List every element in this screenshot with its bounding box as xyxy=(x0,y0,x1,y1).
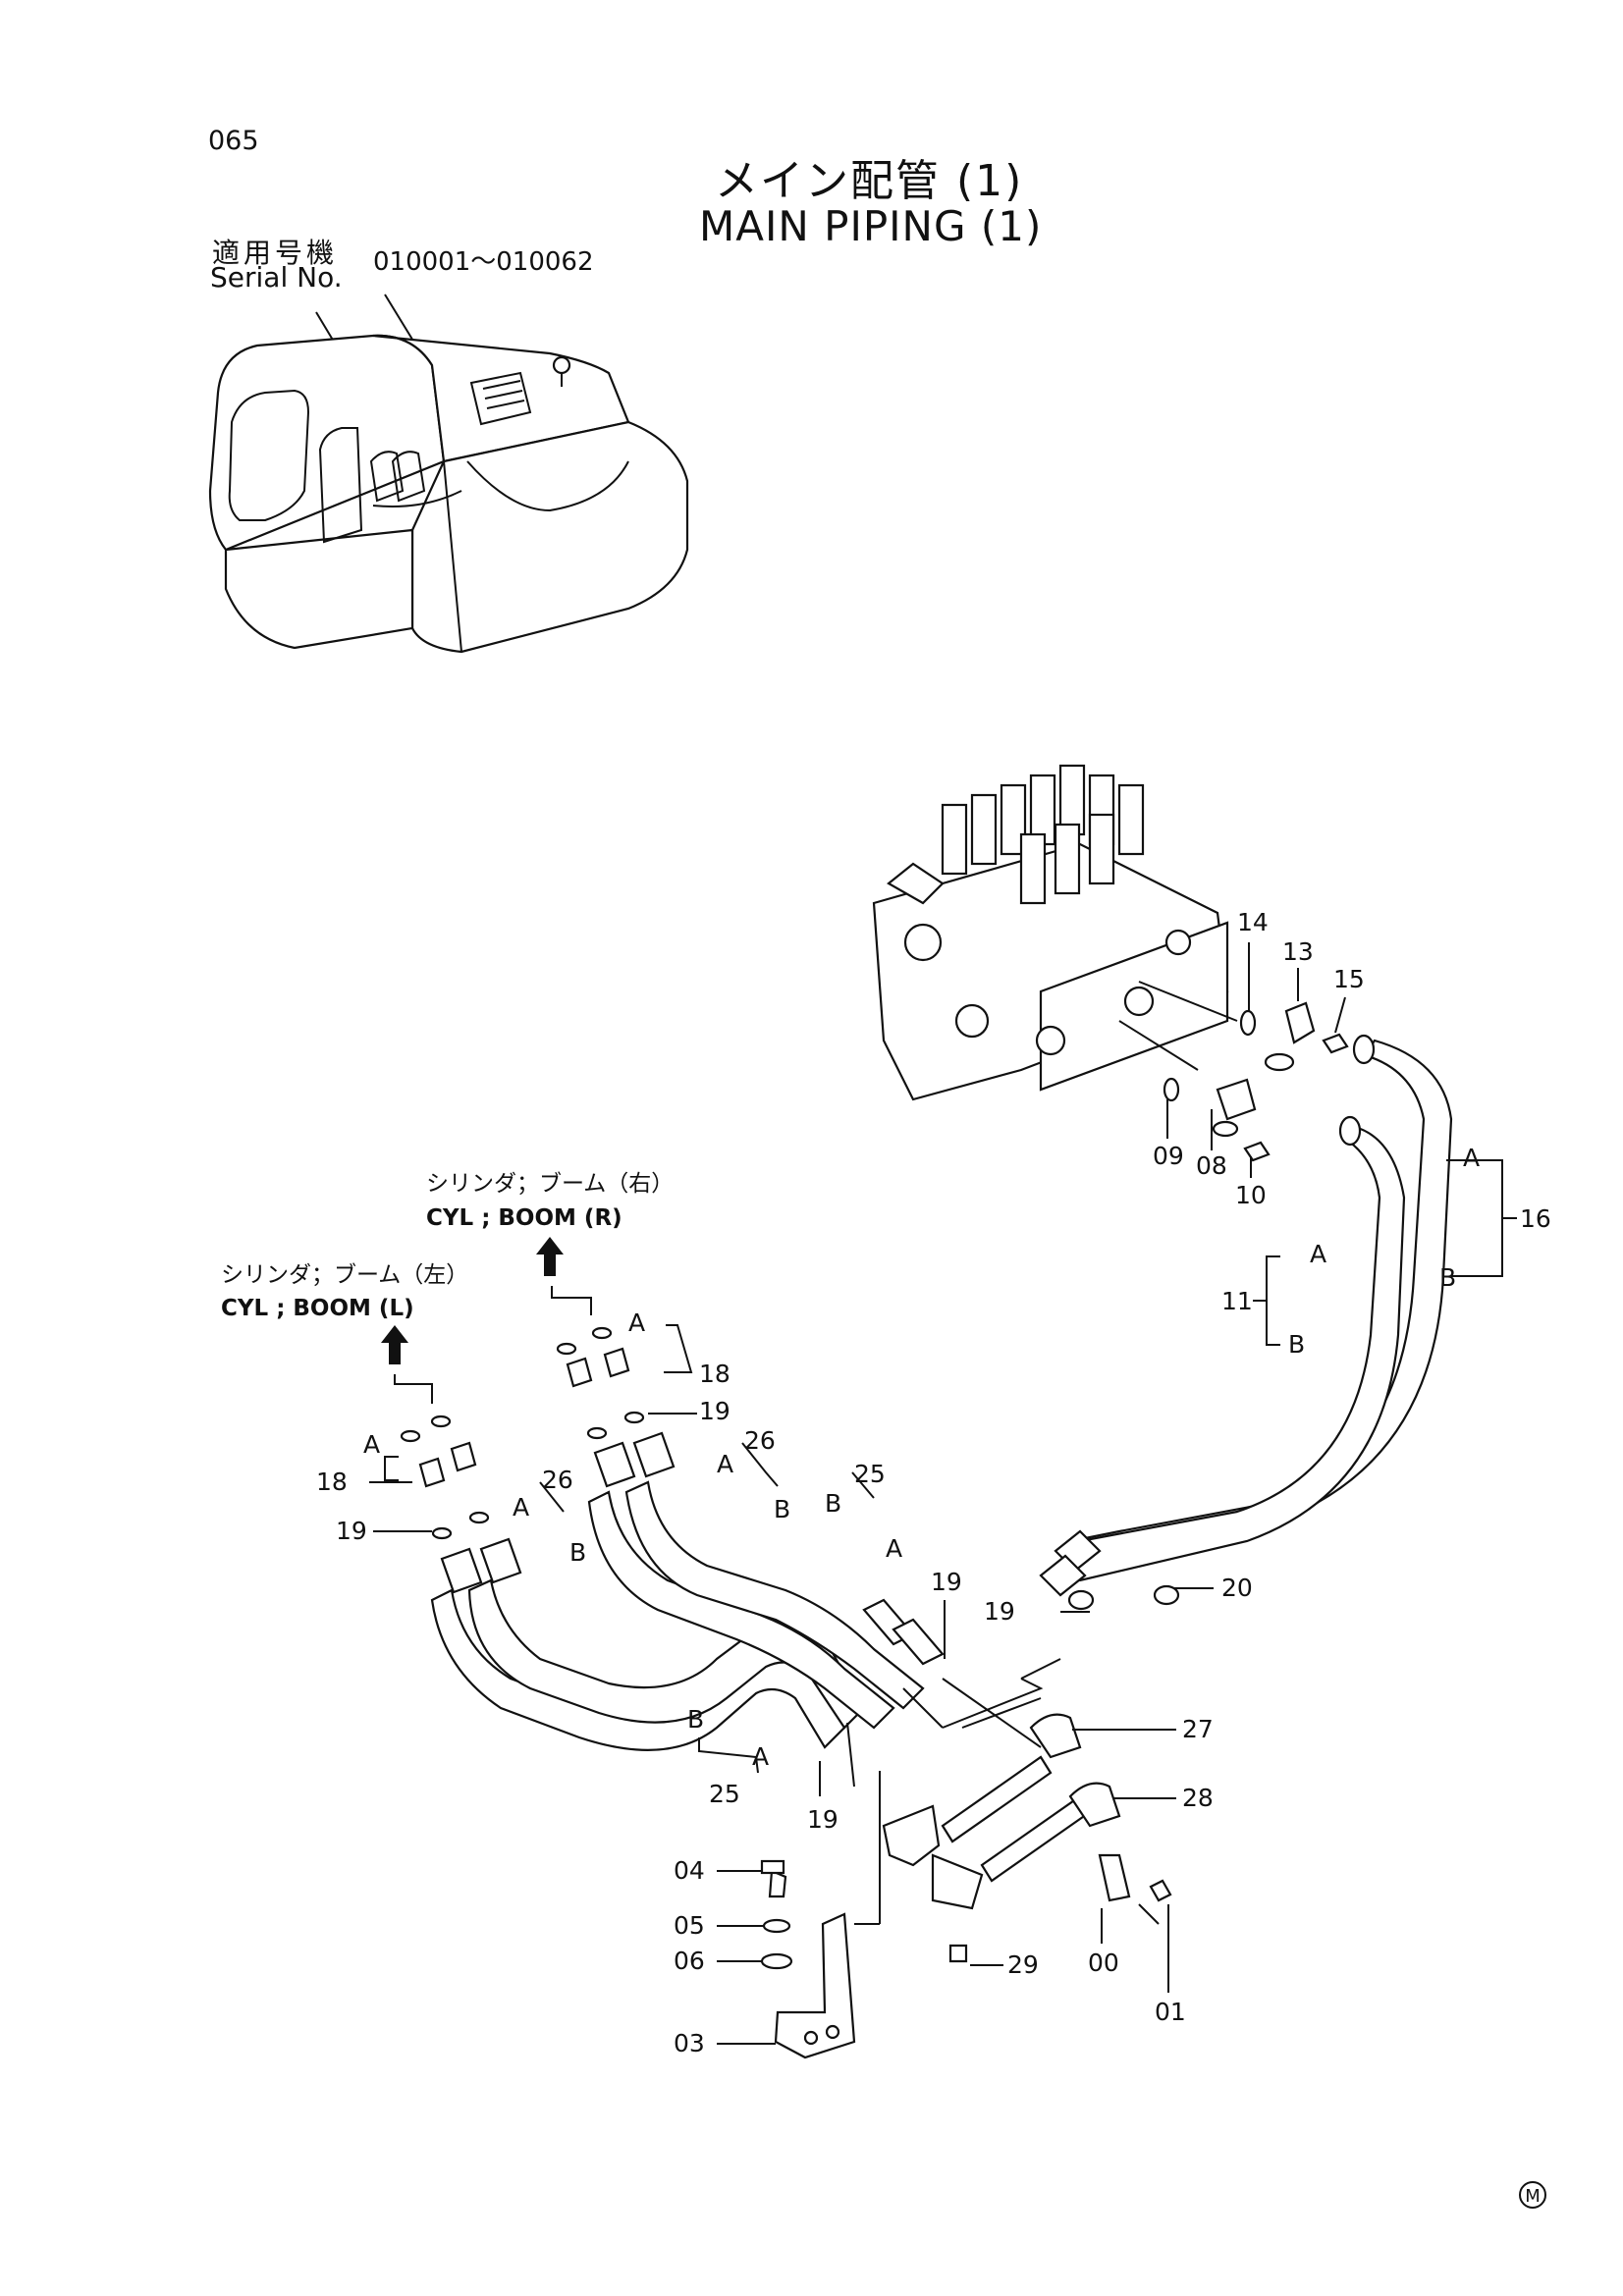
flow-arrows xyxy=(381,1237,592,1404)
callout-19-right: 19 xyxy=(699,1397,730,1425)
label-a-26-right: A xyxy=(717,1450,733,1478)
callout-13: 13 xyxy=(1282,937,1314,966)
callout-26-right: 26 xyxy=(744,1426,776,1455)
callout-06: 06 xyxy=(674,1947,705,1975)
callout-labels: 14 13 15 09 08 10 A B 16 A B 11 A 18 19 … xyxy=(316,908,1551,2057)
label-a-25-left: A xyxy=(752,1742,769,1771)
destination-labels: シリンダ；ブーム（右） CYL ; BOOM (R) シリンダ；ブーム（左） C… xyxy=(221,1171,674,1321)
callout-25-left: 25 xyxy=(709,1780,740,1808)
callout-11: 11 xyxy=(1221,1287,1253,1315)
callout-28: 28 xyxy=(1182,1784,1214,1812)
callout-05: 05 xyxy=(674,1911,705,1940)
label-a-18-left: A xyxy=(363,1430,380,1459)
label-a-25-right: A xyxy=(886,1534,902,1563)
label-b-11: B xyxy=(1288,1330,1305,1359)
label-b-26-left: B xyxy=(569,1538,586,1567)
callout-25-right: 25 xyxy=(854,1460,886,1488)
hoses-11-16 xyxy=(1039,1034,1453,1611)
serial-label-english: Serial No. xyxy=(210,261,343,294)
control-valve-illustration xyxy=(872,764,1238,1101)
serial-range: 010001～010062 xyxy=(373,247,594,277)
dest-boom-left-jp: シリンダ；ブーム（左） xyxy=(221,1262,468,1288)
label-a-16: A xyxy=(1463,1144,1480,1172)
dest-boom-right-jp: シリンダ；ブーム（右） xyxy=(426,1171,674,1197)
label-b-25-right: B xyxy=(825,1489,841,1518)
callout-19-mid: 19 xyxy=(931,1568,962,1596)
label-a-26-left: A xyxy=(513,1493,529,1522)
label-a-11: A xyxy=(1310,1240,1326,1268)
callout-19-left: 19 xyxy=(336,1517,367,1545)
label-b-26-right: B xyxy=(774,1495,790,1523)
callout-20: 20 xyxy=(1221,1574,1253,1602)
title-japanese: メイン配管 (1) xyxy=(715,156,1024,206)
m-mark: M xyxy=(1519,2181,1546,2209)
dest-boom-left-en: CYL ; BOOM (L) xyxy=(221,1296,414,1321)
pipe-manifold-and-bracket xyxy=(760,1678,1172,2059)
callout-27: 27 xyxy=(1182,1715,1214,1743)
callout-09: 09 xyxy=(1153,1142,1184,1170)
adapter-fittings xyxy=(400,1326,645,1540)
callout-19-mid2: 19 xyxy=(984,1597,1015,1626)
callout-08: 08 xyxy=(1196,1151,1227,1180)
callout-15: 15 xyxy=(1333,965,1365,993)
callout-19-bottom: 19 xyxy=(807,1805,839,1834)
m-mark-letter: M xyxy=(1525,2186,1541,2207)
callout-16: 16 xyxy=(1520,1204,1551,1233)
callout-18-right: 18 xyxy=(699,1360,730,1388)
callout-26-left: 26 xyxy=(542,1466,573,1494)
serial-label-japanese: 適用号機 xyxy=(212,237,339,269)
label-a-18-right: A xyxy=(628,1308,645,1337)
page-number: 065 xyxy=(208,126,259,156)
callout-04: 04 xyxy=(674,1856,705,1885)
label-b-25-left: B xyxy=(687,1705,704,1734)
callout-00: 00 xyxy=(1088,1949,1119,1977)
callout-29: 29 xyxy=(1007,1950,1039,1979)
callout-14: 14 xyxy=(1237,908,1269,936)
callout-03: 03 xyxy=(674,2029,705,2057)
excavator-overview-illustration xyxy=(208,294,689,654)
callout-18-left: 18 xyxy=(316,1468,348,1496)
label-b-16: B xyxy=(1439,1263,1456,1292)
boom-hoses-left xyxy=(430,1537,866,1751)
callout-10: 10 xyxy=(1235,1181,1267,1209)
leader-lines xyxy=(369,942,1517,2045)
dest-boom-right-en: CYL ; BOOM (R) xyxy=(426,1205,622,1231)
title-english: MAIN PIPING (1) xyxy=(699,202,1043,250)
callout-01: 01 xyxy=(1155,1998,1186,2026)
boom-hoses-center xyxy=(587,1431,945,1730)
